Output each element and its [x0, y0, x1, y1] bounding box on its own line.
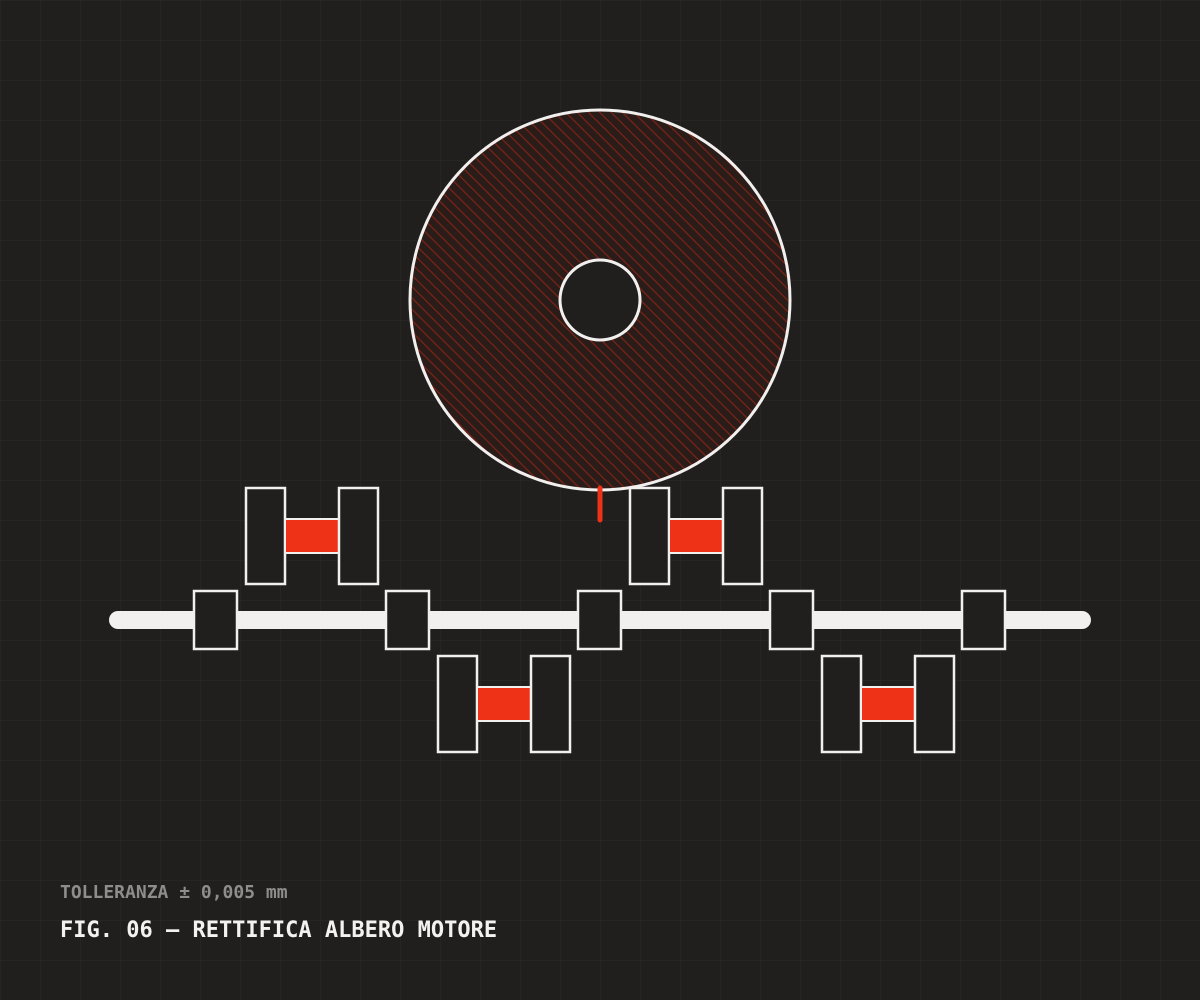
crank-throw-1	[244, 486, 380, 586]
crank-web	[337, 486, 380, 586]
main-journal	[576, 589, 623, 651]
main-journal	[384, 589, 431, 651]
crank-pin	[284, 518, 340, 554]
crank-pin	[860, 686, 916, 722]
crank-web	[244, 486, 287, 586]
figure-title: FIG. 06 — RETTIFICA ALBERO MOTORE	[60, 918, 498, 943]
crank-pin	[668, 518, 724, 554]
main-journal	[768, 589, 815, 651]
crank-throw-4	[820, 654, 956, 754]
crank-throw-2	[436, 654, 572, 754]
crank-web	[913, 654, 956, 754]
crank-pin	[476, 686, 532, 722]
grinding-wheel-bore	[558, 258, 642, 342]
main-journals	[192, 589, 1007, 651]
crank-throw-3	[628, 486, 764, 586]
crank-web	[820, 654, 863, 754]
crank-web	[529, 654, 572, 754]
main-journal	[960, 589, 1007, 651]
crank-web	[721, 486, 764, 586]
crank-web	[628, 486, 671, 586]
main-journal	[192, 589, 239, 651]
tolerance-note: TOLLERANZA ± 0,005 mm	[60, 882, 288, 903]
grinding-wheel	[408, 108, 792, 492]
crank-web	[436, 654, 479, 754]
